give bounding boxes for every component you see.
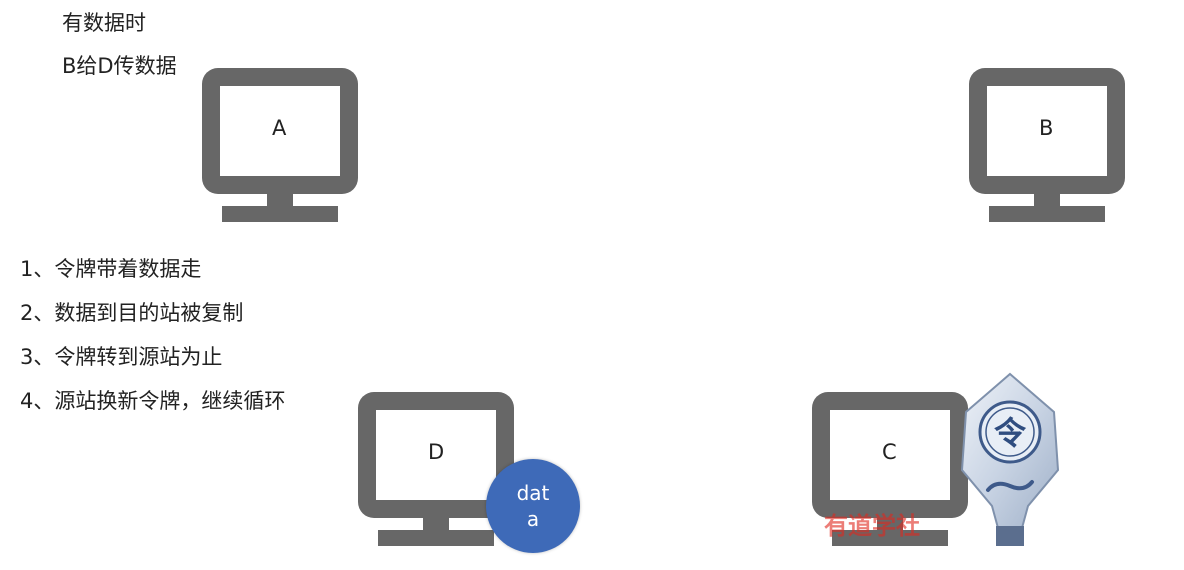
watermark-text: 有道学社 xyxy=(824,512,920,540)
monitor-icon xyxy=(812,392,968,546)
station-d-label: D xyxy=(428,440,445,464)
monitor-icon xyxy=(358,392,514,546)
monitor-icon xyxy=(202,68,358,222)
step-4: 4、源站换新令牌，继续循环 xyxy=(20,389,286,413)
step-1: 1、令牌带着数据走 xyxy=(20,257,202,281)
heading-line-2: B给D传数据 xyxy=(62,54,177,78)
step-3: 3、令牌转到源站为止 xyxy=(20,345,223,369)
data-packet: data xyxy=(486,459,580,553)
station-b-monitor xyxy=(969,68,1125,224)
station-a-label: A xyxy=(272,116,287,140)
station-d-monitor xyxy=(358,392,514,548)
heading-line-1: 有数据时 xyxy=(62,11,146,35)
monitor-icon xyxy=(969,68,1125,222)
step-2: 2、数据到目的站被复制 xyxy=(20,301,244,325)
station-a-monitor xyxy=(202,68,358,224)
data-packet-label: data xyxy=(516,481,550,531)
station-b-label: B xyxy=(1039,116,1054,140)
token-glyph: 令 xyxy=(994,414,1027,452)
station-c-label: C xyxy=(882,440,897,464)
token-icon: 令 xyxy=(958,372,1062,554)
station-c-monitor xyxy=(812,392,968,548)
